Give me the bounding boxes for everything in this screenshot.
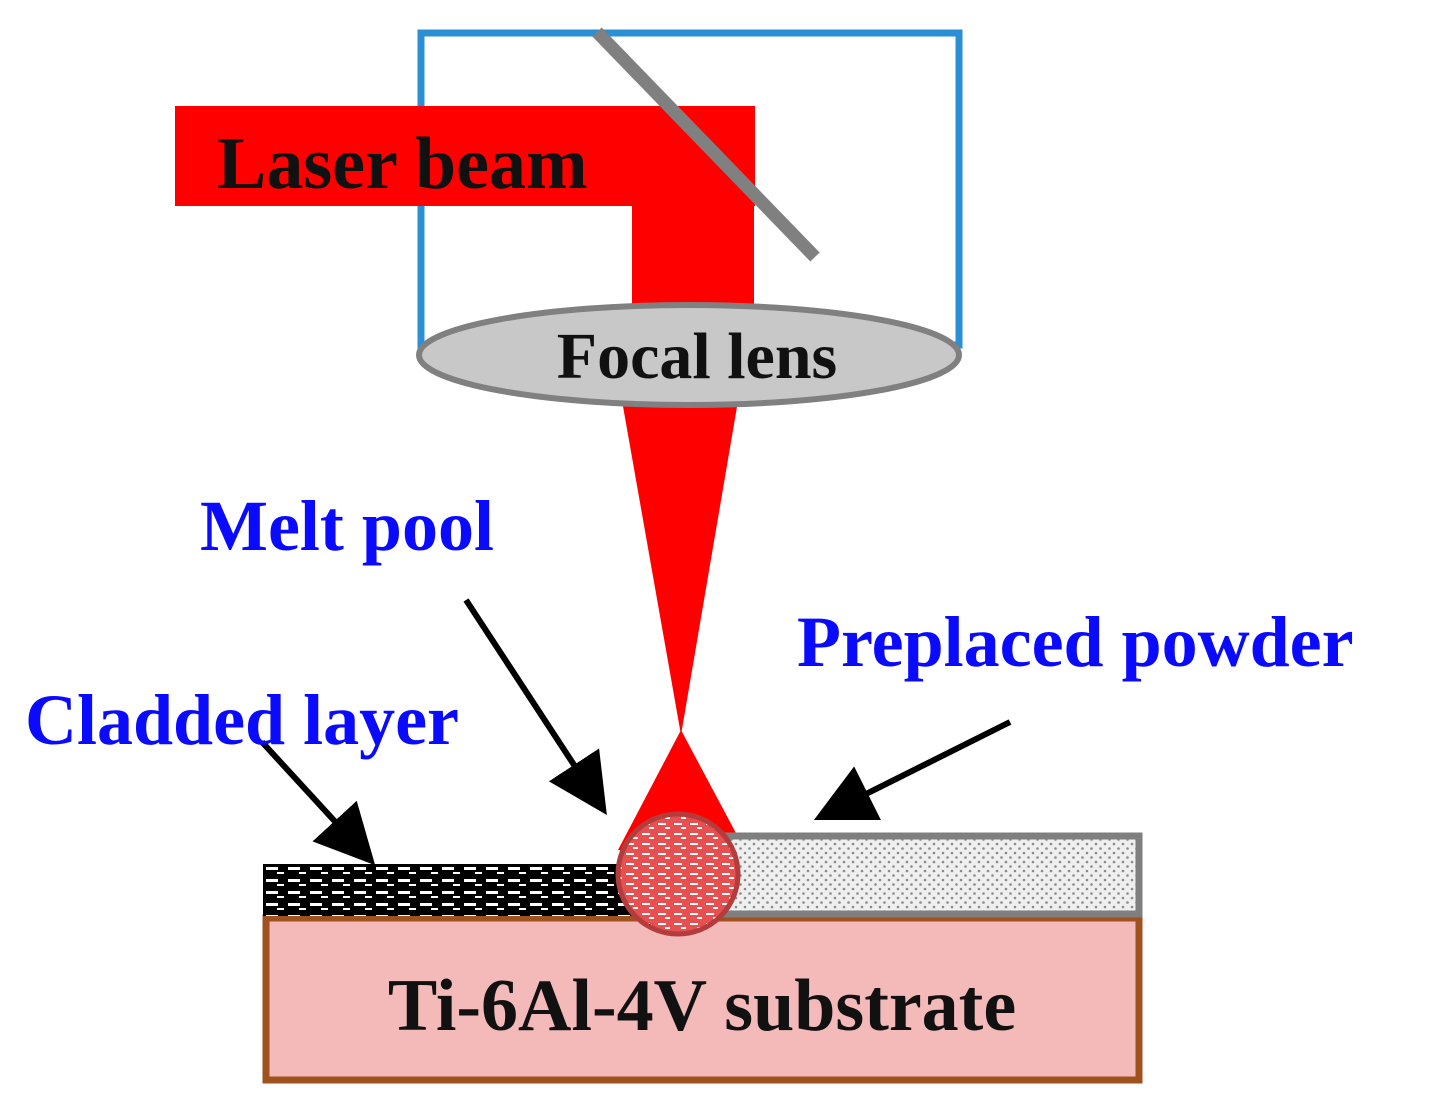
label-focal-lens: Focal lens bbox=[557, 320, 837, 393]
label-preplaced-powder: Preplaced powder bbox=[797, 602, 1354, 682]
mirror bbox=[592, 27, 820, 262]
melt-pool-arrow bbox=[463, 598, 607, 816]
label-laser-beam: Laser beam bbox=[217, 123, 588, 205]
laser-beam-corner bbox=[640, 106, 755, 206]
preplaced-powder-layer bbox=[720, 832, 1143, 918]
focal-lens-outline bbox=[416, 302, 962, 408]
label-melt-pool: Melt pool bbox=[200, 486, 494, 566]
label-substrate: Ti-6Al-4V substrate bbox=[388, 965, 1016, 1047]
cladded-layer-arrow bbox=[259, 739, 376, 866]
cladded-layer bbox=[263, 864, 635, 916]
preplaced-powder-arrow bbox=[813, 719, 1012, 821]
melt-pool-shape bbox=[615, 811, 741, 937]
focused-beam-cone bbox=[621, 395, 739, 735]
substrate-block bbox=[266, 918, 1139, 1080]
label-cladded-layer: Cladded layer bbox=[25, 680, 459, 760]
focal-lens bbox=[419, 305, 959, 405]
